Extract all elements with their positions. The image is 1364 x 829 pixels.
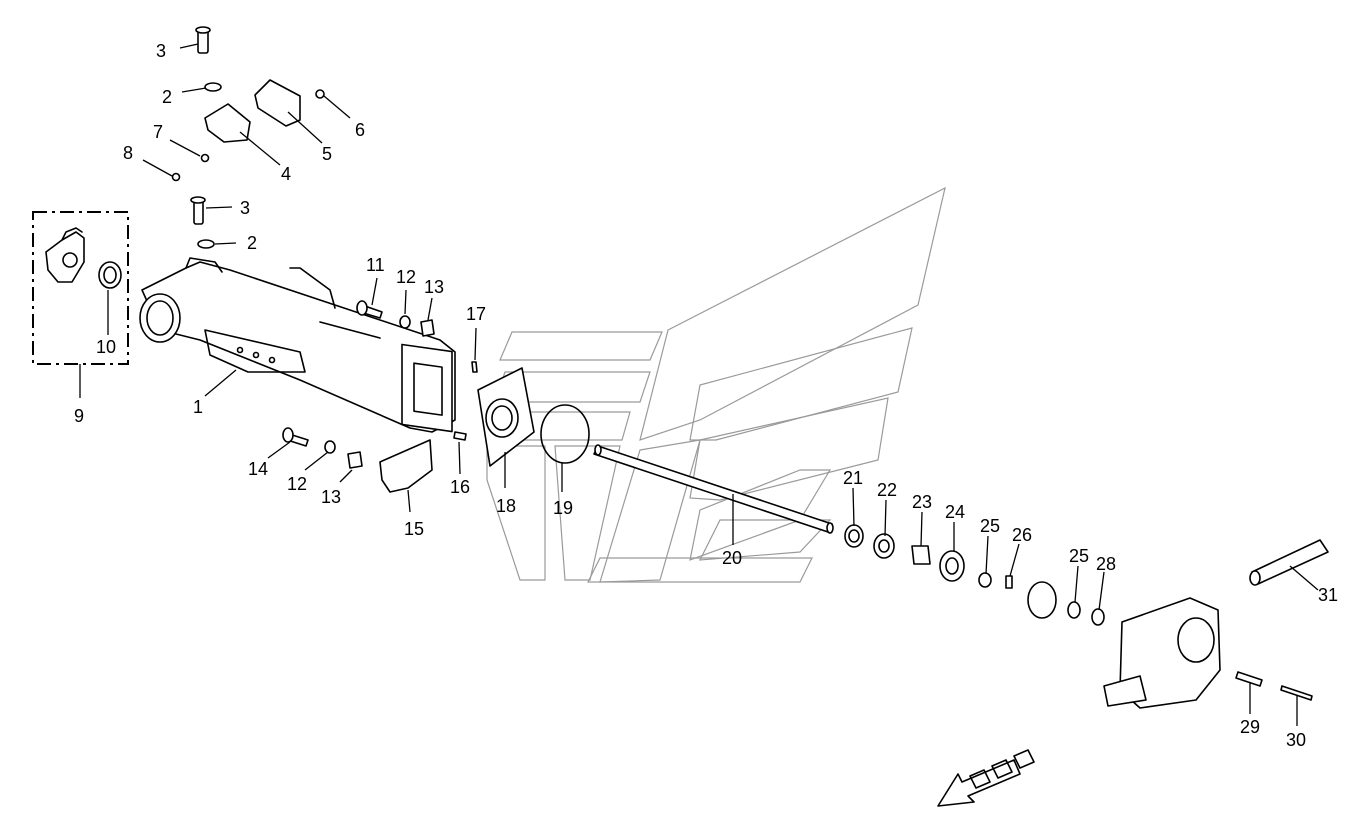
- callout-3-top: 3: [156, 41, 166, 61]
- part-bearing-22: [873, 533, 895, 559]
- callout-8: 8: [123, 143, 133, 163]
- callout-23: 23: [912, 492, 932, 512]
- part-plate-4: [204, 103, 251, 143]
- callout-29: 29: [1240, 717, 1260, 737]
- part-bushing-13-top: [420, 319, 435, 337]
- part-plate-15: [379, 439, 433, 493]
- part-washer-12-top: [399, 315, 411, 329]
- part-ring-28: [1091, 608, 1105, 626]
- leader-lines: [79, 43, 1319, 726]
- callout-30: 30: [1286, 730, 1306, 750]
- part-ring-25-first: [978, 572, 992, 588]
- callout-28: 28: [1096, 554, 1116, 574]
- callout-14: 14: [248, 459, 268, 479]
- part-bolt-3-top: [195, 26, 211, 54]
- part-spacer-23: [911, 545, 931, 565]
- callout-5: 5: [322, 144, 332, 164]
- part-pin-30: [1280, 685, 1313, 701]
- callout-9: 9: [74, 406, 84, 426]
- part-bearing-24: [939, 550, 965, 582]
- part-bracket-9: [45, 227, 85, 283]
- callout-13-bottom: 13: [321, 487, 341, 507]
- callout-19: 19: [553, 498, 573, 518]
- callout-6: 6: [355, 120, 365, 140]
- callout-10: 10: [96, 337, 116, 357]
- part-pin-31: [1249, 539, 1329, 586]
- part-screw-17: [471, 361, 478, 373]
- part-gear-27: [1027, 581, 1057, 619]
- callout-21: 21: [843, 468, 863, 488]
- part-screw-6: [315, 89, 325, 99]
- callout-15: 15: [404, 519, 424, 539]
- part-washer-12-bottom: [324, 440, 336, 454]
- callout-7: 7: [153, 122, 163, 142]
- callout-25-second: 25: [1069, 546, 1089, 566]
- part-bushing-13-bottom: [347, 451, 363, 469]
- part-washer-2-mid: [197, 239, 215, 249]
- callout-12-top: 12: [396, 267, 416, 287]
- part-ring-25-second: [1067, 601, 1081, 619]
- arrow-left-down-icon: [937, 749, 1035, 807]
- part-washer-2-top: [204, 82, 222, 92]
- callout-26: 26: [1012, 525, 1032, 545]
- part-pin-29: [1235, 671, 1263, 687]
- callout-17: 17: [466, 304, 486, 324]
- part-shaft-20: [593, 444, 834, 534]
- part-o-ring-19: [540, 404, 590, 464]
- callout-13-top: 13: [424, 277, 444, 297]
- callout-25-first: 25: [980, 516, 1000, 536]
- part-flange-plate-18: [477, 367, 535, 467]
- callout-22: 22: [877, 480, 897, 500]
- part-bolt-3-mid: [190, 196, 206, 225]
- part-key-26: [1005, 575, 1013, 589]
- part-main-arm-1: [139, 257, 456, 433]
- part-nut-7: [200, 153, 210, 163]
- callout-20: 20: [722, 548, 742, 568]
- part-bushing-10: [98, 261, 122, 289]
- callout-11: 11: [366, 255, 385, 275]
- part-bolt-11: [356, 300, 383, 319]
- callout-16: 16: [450, 477, 470, 497]
- part-seal-21: [844, 524, 864, 548]
- callout-4: 4: [281, 164, 291, 184]
- callout-12-bottom: 12: [287, 474, 307, 494]
- assembly-9-boundary: [32, 211, 129, 365]
- callout-3-mid: 3: [240, 198, 250, 218]
- callout-24: 24: [945, 502, 965, 522]
- callout-1: 1: [193, 397, 203, 417]
- part-bracket-5: [254, 79, 301, 127]
- callout-labels: 3 2 7 8 4 5 6 3 2 10 9 1 11 12 13 17 14 …: [74, 41, 1338, 750]
- part-bolt-14: [282, 427, 309, 447]
- part-gearbox: [1103, 597, 1221, 709]
- callout-18: 18: [496, 496, 516, 516]
- callout-31: 31: [1318, 585, 1338, 605]
- callout-2-mid: 2: [247, 233, 257, 253]
- callout-2-top: 2: [162, 87, 172, 107]
- part-pin-16: [453, 431, 467, 441]
- part-nut-8: [171, 172, 181, 182]
- watermark-logo: [486, 186, 946, 583]
